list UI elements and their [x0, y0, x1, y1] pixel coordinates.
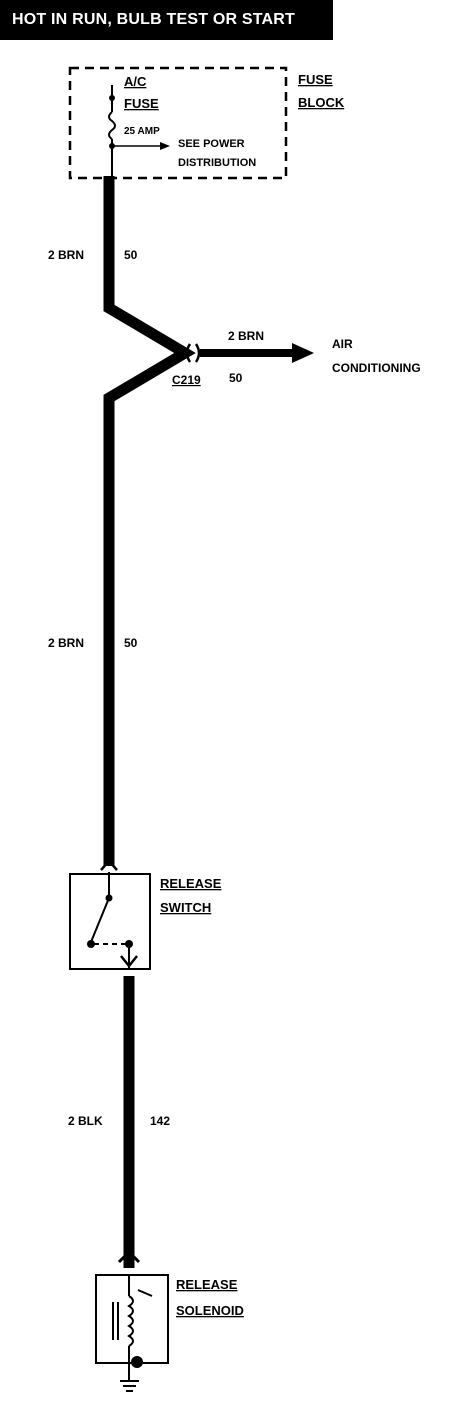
fuse-element-icon — [108, 111, 116, 140]
solenoid-ground-terminal — [131, 1356, 143, 1368]
see-power-line1: SEE POWER — [178, 138, 245, 150]
wire2-circuit: 50 — [229, 371, 243, 385]
solenoid-plunger-icon — [137, 1289, 153, 1297]
switch-input-terminal-icon — [100, 859, 118, 871]
wire3-color: 2 BRN — [48, 636, 84, 650]
release-solenoid-label-line2: SOLENOID — [176, 1303, 244, 1318]
solenoid-terminal-icon — [117, 1249, 141, 1264]
release-switch-label-line1: RELEASE — [160, 876, 222, 891]
connector-male-icon — [194, 343, 201, 363]
fuse-block-outline — [68, 66, 288, 180]
diagram-title: HOT IN RUN, BULB TEST OR START — [0, 0, 333, 40]
wire-brn-main — [103, 176, 196, 866]
fuse-block-label-line2: BLOCK — [298, 95, 345, 110]
fuse-name-line2: FUSE — [124, 96, 159, 111]
switch-blade-icon — [90, 897, 110, 943]
wire3-circuit: 50 — [124, 636, 138, 650]
see-power-arrow-icon — [160, 142, 170, 150]
switch-output-terminal-icon — [120, 955, 138, 969]
connector-female-icon — [185, 343, 192, 363]
switch-output-contact — [125, 940, 133, 948]
wire4-circuit: 142 — [150, 1114, 170, 1128]
connector-id: C219 — [172, 373, 201, 387]
air-conditioning-arrow-icon — [292, 343, 314, 363]
air-conditioning-line2: CONDITIONING — [332, 361, 421, 375]
see-power-line2: DISTRIBUTION — [178, 157, 256, 169]
fuse-block-label-line1: FUSE — [298, 72, 333, 87]
solenoid-coil-icon — [127, 1295, 134, 1347]
air-conditioning-line1: AIR — [332, 337, 353, 351]
release-switch: RELEASE SWITCH — [69, 859, 222, 970]
release-solenoid-label-line1: RELEASE — [176, 1277, 238, 1292]
fuse-block: A/C FUSE 25 AMP SEE POWER DISTRIBUTION F… — [68, 66, 345, 180]
wire1-color: 2 BRN — [48, 248, 84, 262]
connector-c219: C219 — [172, 343, 201, 387]
switch-common-contact — [87, 940, 95, 948]
fuse-terminal-top — [109, 95, 115, 101]
wire2-color: 2 BRN — [228, 329, 264, 343]
wire4-color: 2 BLK — [68, 1114, 103, 1128]
release-switch-label-line2: SWITCH — [160, 900, 211, 915]
wire1-circuit: 50 — [124, 248, 138, 262]
fuse-rating: 25 AMP — [124, 126, 160, 137]
fuse-name-line1: A/C — [124, 74, 147, 89]
release-solenoid: RELEASE SOLENOID — [95, 1274, 244, 1392]
